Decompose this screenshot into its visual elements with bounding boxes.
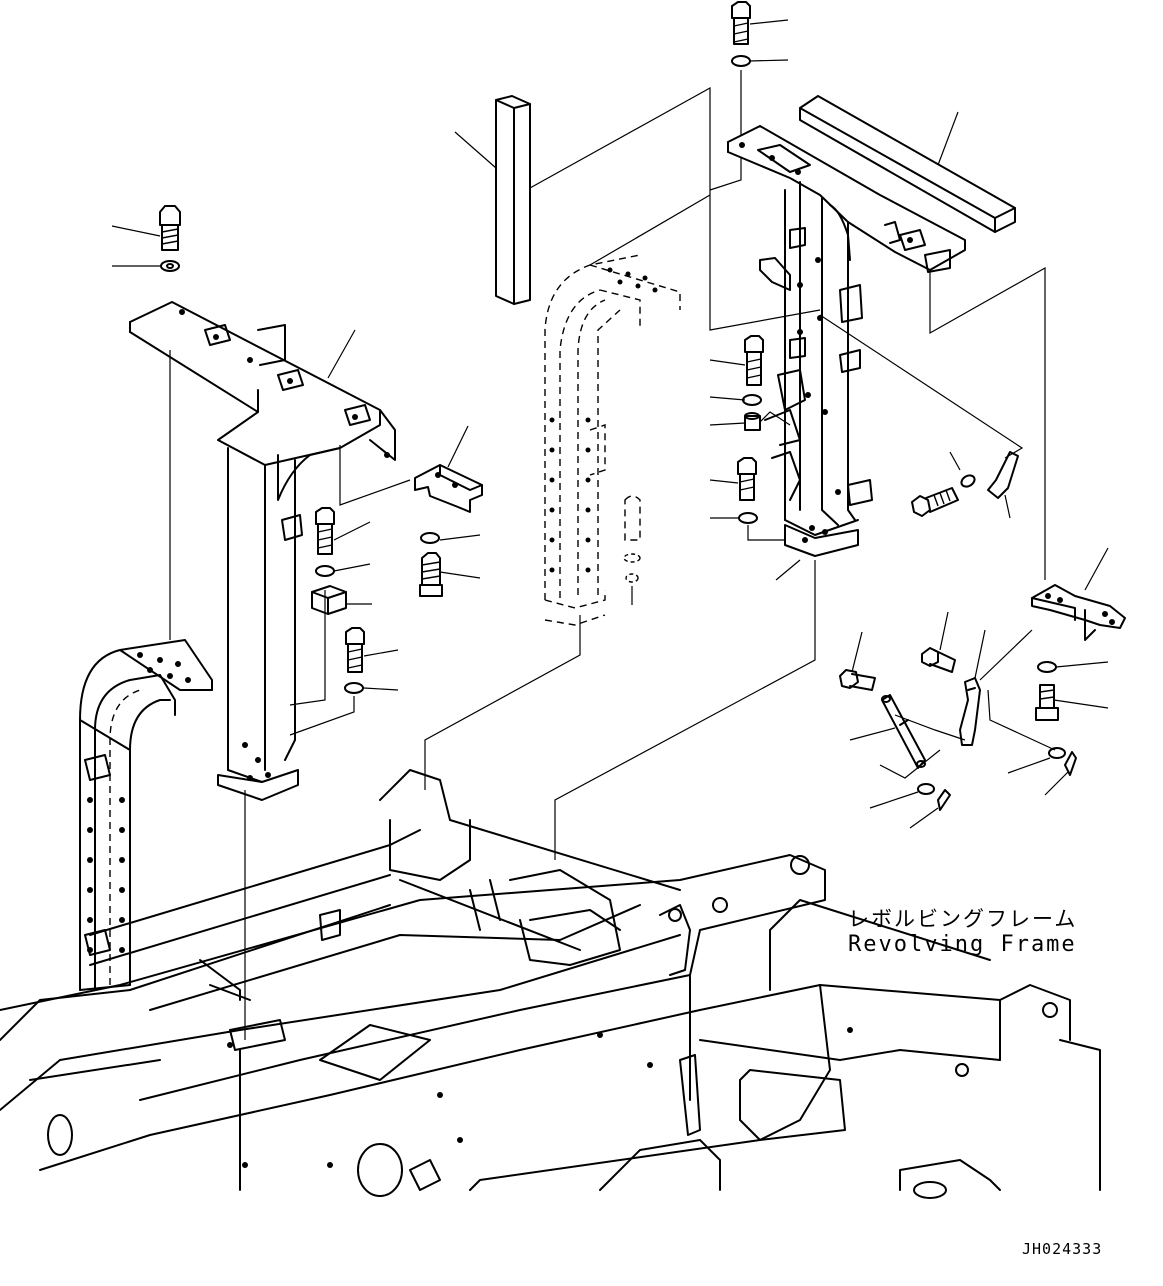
rubber-strip-horizontal xyxy=(799,95,1016,233)
frame-label-japanese: レボルビングフレーム xyxy=(848,907,1078,931)
frame-label-english: Revolving Frame xyxy=(848,932,1077,957)
middle-handrail xyxy=(544,254,681,626)
left-support-post xyxy=(129,301,396,801)
bolt-dashed-mid xyxy=(623,495,641,583)
revolving-frame xyxy=(0,769,1101,1199)
left-handrail xyxy=(79,639,213,991)
clamp-bracket xyxy=(414,464,483,597)
pins-and-stay xyxy=(839,647,1077,811)
hinge-bracket xyxy=(1031,584,1126,721)
right-support-post xyxy=(727,125,966,557)
rubber-strip-vertical xyxy=(495,95,531,305)
bolt-right-mid xyxy=(911,451,1019,517)
bolt-top-right xyxy=(731,1,751,67)
fasteners-right-column xyxy=(737,335,764,524)
bolt-top-left xyxy=(159,205,181,272)
fasteners-left-mid xyxy=(311,507,365,694)
drawing-code: JH024333 xyxy=(1022,1240,1103,1258)
